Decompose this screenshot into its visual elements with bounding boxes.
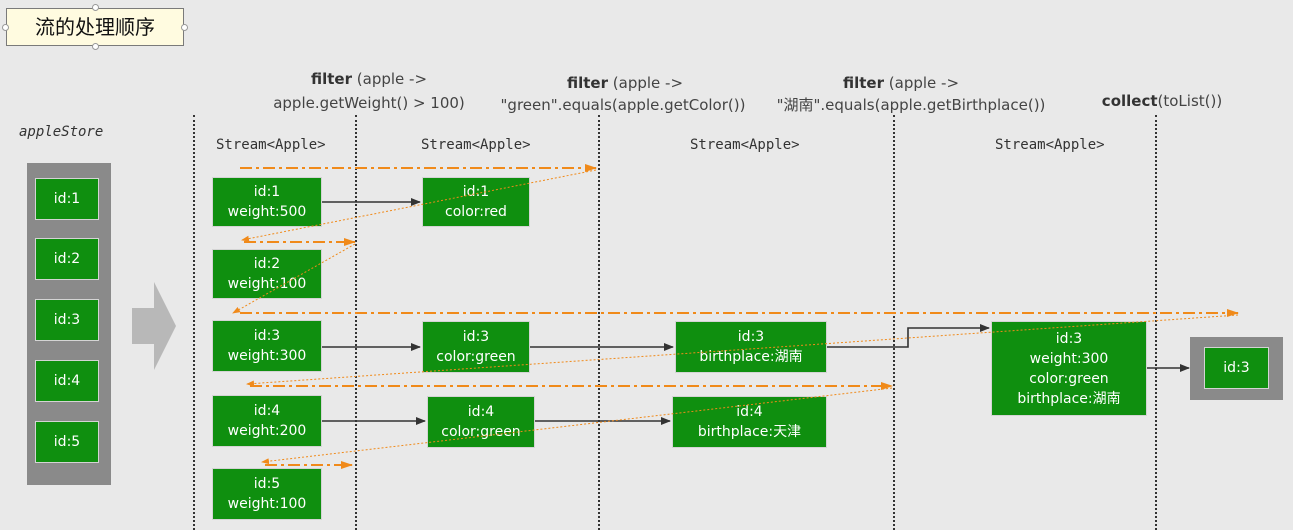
flow-return-1 — [241, 169, 597, 242]
store-item[interactable]: id:4 — [35, 360, 99, 402]
result-item[interactable]: id:3 — [1204, 347, 1269, 389]
filter2-header-line2: "green".equals(apple.getColor()) — [500, 96, 746, 114]
stream-label-2: Stream<Apple> — [421, 137, 531, 153]
filter2-header: filter (apple -> — [566, 74, 684, 92]
filter1-header: filter (apple -> — [310, 70, 428, 88]
store-item[interactable]: id:3 — [35, 299, 99, 341]
resize-handle-bottom[interactable] — [92, 43, 99, 50]
stage-separator-4 — [893, 115, 895, 530]
stream-label-1: Stream<Apple> — [216, 137, 326, 153]
stage-separator-1 — [193, 115, 195, 530]
flow-return-3 — [246, 314, 1239, 387]
filter3-header: filter (apple -> — [842, 74, 960, 92]
stream-label-4: Stream<Apple> — [995, 137, 1105, 153]
connector-3-stage3-to-4 — [827, 324, 990, 348]
store-item[interactable]: id:2 — [35, 238, 99, 280]
store-item[interactable]: id:1 — [35, 178, 99, 220]
diagram-title: 流的处理顺序 — [35, 15, 155, 39]
resize-handle-top[interactable] — [92, 4, 99, 11]
apple-store-label: appleStore — [19, 124, 104, 140]
stream-arrow-icon — [132, 282, 176, 370]
filter1-header-line2: apple.getWeight() > 100) — [273, 94, 465, 112]
flow-return-2 — [232, 243, 356, 314]
collect-header: collect(toList()) — [1101, 92, 1223, 110]
resize-handle-right[interactable] — [181, 24, 188, 31]
filter3-header-line2: "湖南".equals(apple.getBirthplace()) — [776, 96, 1046, 114]
resize-handle-left[interactable] — [2, 24, 9, 31]
stream-label-3: Stream<Apple> — [690, 137, 800, 153]
stage-separator-3 — [598, 115, 600, 530]
stage-separator-2 — [355, 115, 357, 530]
store-item[interactable]: id:5 — [35, 421, 99, 463]
stage-separator-5 — [1155, 115, 1157, 530]
flow-return-4 — [261, 387, 893, 465]
